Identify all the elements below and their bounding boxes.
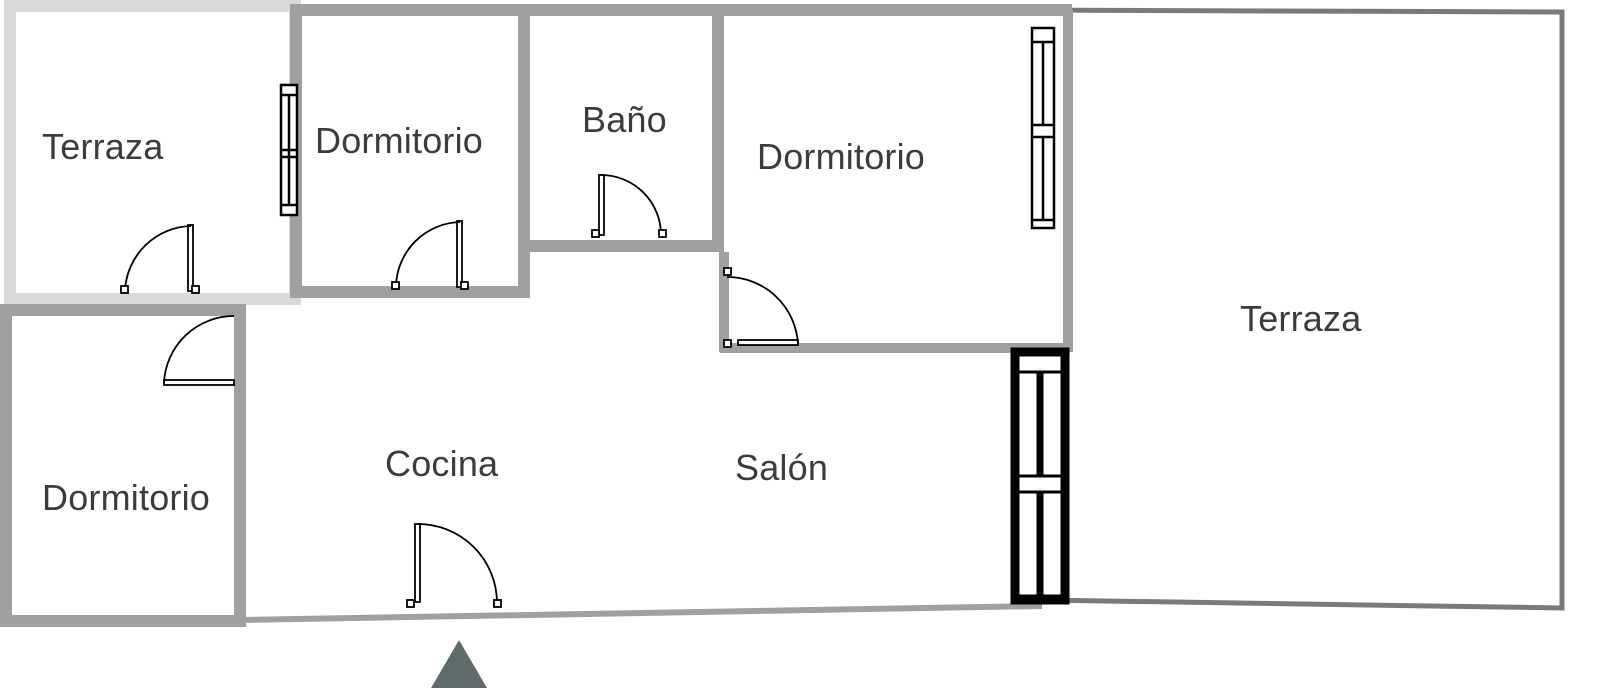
room-label-bathroom: Baño [582,99,667,140]
door-bedroom-top-left [391,220,469,290]
door-bedroom-top-right [723,267,799,348]
room-label-living-room: Salón [735,447,829,488]
entrance-triangle-icon [431,640,487,688]
room-label-bedroom-top-right: Dormitorio [757,136,926,177]
room-label-bedroom-bottom-left: Dormitorio [42,477,211,518]
room-label-terrace-large: Terraza [1240,298,1362,339]
room-label-kitchen: Cocina [385,443,499,484]
window-salon-terrace [1010,347,1070,605]
room-label-bedroom-top-left: Dormitorio [315,120,484,161]
interior-walls [0,4,1073,627]
window-bedroom-terrace [1030,26,1056,230]
door-entrance [406,523,502,608]
door-terrace-small [120,224,200,294]
terrace-large-walls [999,7,1565,611]
door-bedroom-bottom-left [163,315,235,386]
door-bathroom [591,174,667,238]
room-label-terrace-small: Terraza [42,126,164,167]
window-terrace-bedroom [279,83,299,217]
